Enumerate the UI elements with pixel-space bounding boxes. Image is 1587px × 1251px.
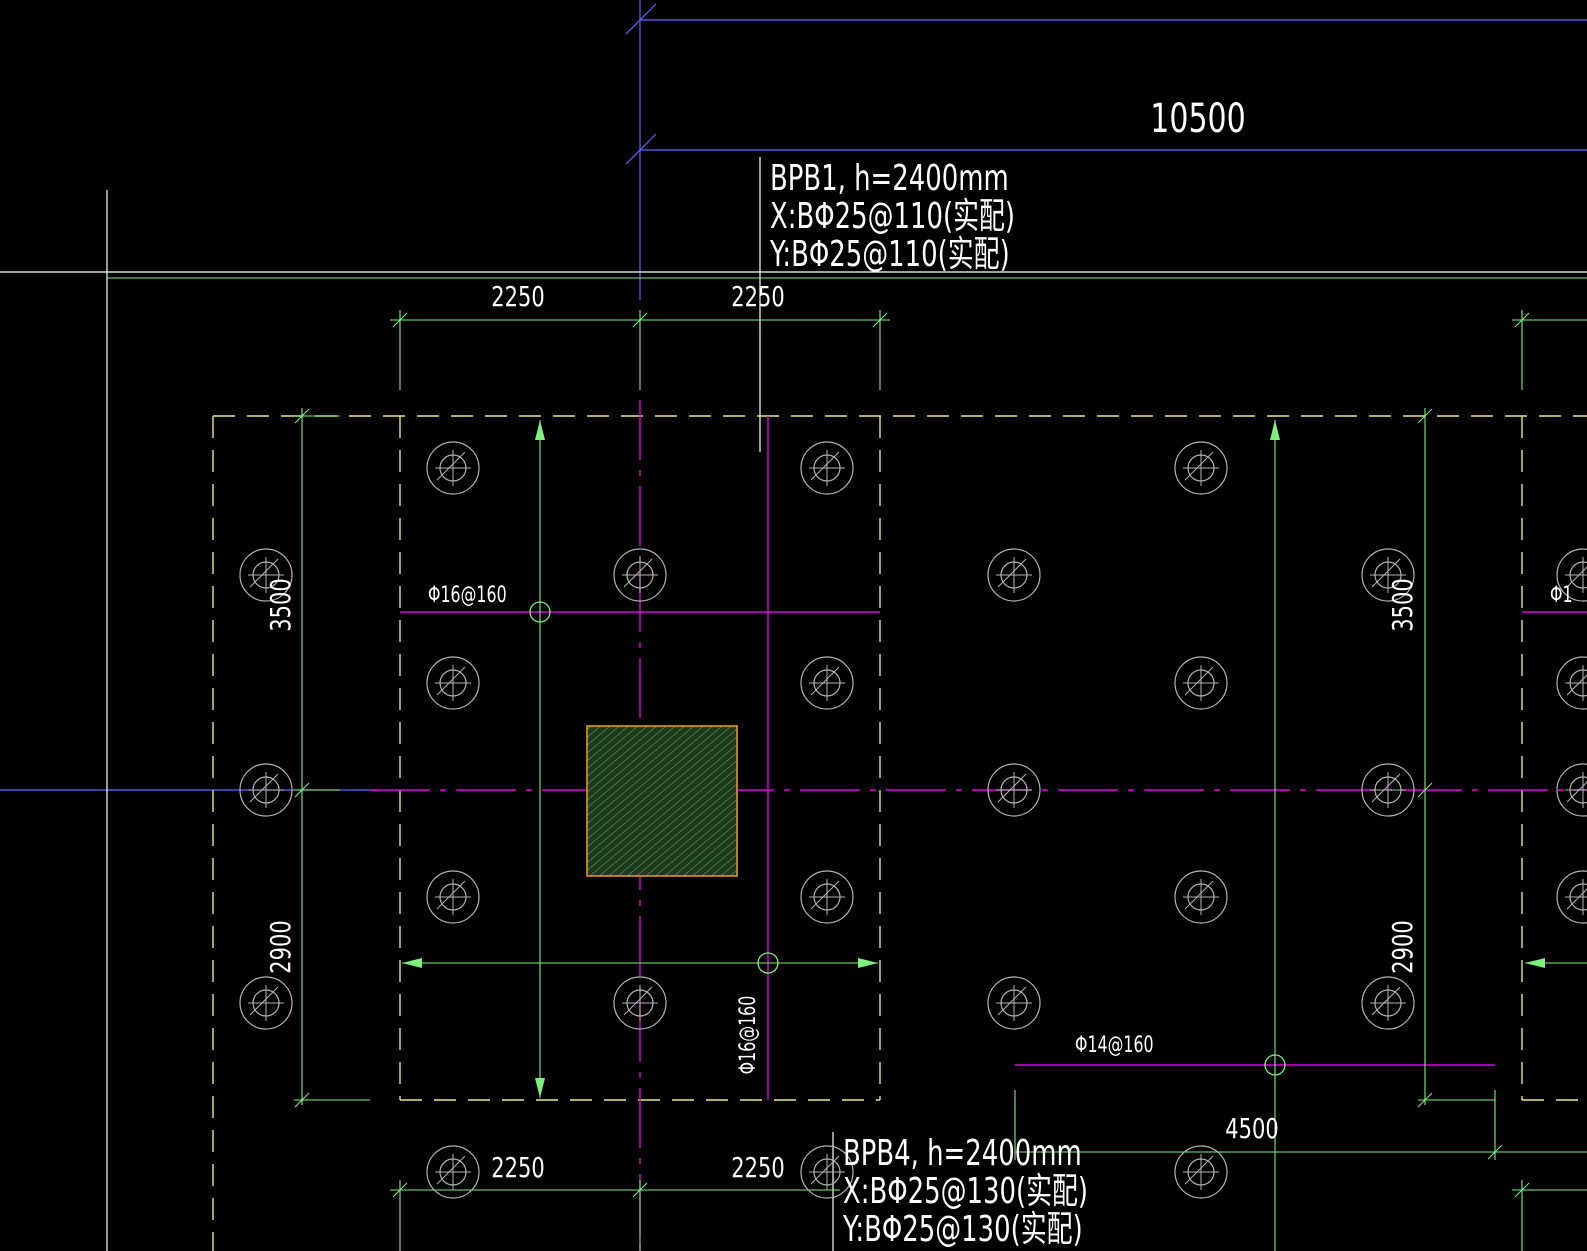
rebar-marker-icon (529, 601, 551, 623)
pile-circle-icon[interactable] (987, 548, 1041, 602)
bpb4-line3: Y:BΦ25@130(实配) (842, 1209, 1083, 1250)
wall-lines (0, 157, 1587, 1251)
dim-bottom-right: 2250 (731, 1151, 784, 1184)
pile-circle-icon[interactable] (239, 976, 293, 1030)
dimension-texts: 10500 2250 2250 2250 2250 3500 2900 3500… (264, 96, 1419, 1184)
pile-circle-icon[interactable] (800, 441, 854, 495)
pile-circle-icon[interactable] (1361, 976, 1415, 1030)
bpb1-line3: Y:BΦ25@110(实配) (769, 234, 1010, 275)
annotation-bpb1[interactable]: BPB1, h=2400mm X:BΦ25@110(实配) Y:BΦ25@110… (769, 158, 1015, 275)
tick-top-b (625, 133, 657, 165)
bpb1-line2: X:BΦ25@110(实配) (770, 196, 1015, 237)
rebar-label-horizontal-right: Φ14@160 (1075, 1031, 1154, 1057)
rebar-label-vertical-mid: Φ16@160 (734, 996, 760, 1075)
rebar-lines (370, 400, 1587, 1251)
rebar-marker-icon (757, 952, 779, 974)
dim-left-upper: 3500 (264, 578, 297, 631)
pile-circle-icon[interactable] (1174, 441, 1228, 495)
cap-outlines (212, 415, 1587, 1251)
pile-circle-icon[interactable] (800, 656, 854, 710)
rebar-marker-icon (1264, 1054, 1286, 1076)
dim-top-span: 10500 (1150, 96, 1245, 142)
bpb1-line1: BPB1, h=2400mm (770, 158, 1009, 199)
rebar-label-far-right: Φ1 (1550, 581, 1573, 607)
pile-circle-icon[interactable] (1174, 656, 1228, 710)
pile-circle-icon[interactable] (1556, 656, 1587, 710)
piles (239, 441, 1587, 1199)
dimension-lines (294, 310, 1587, 1251)
bpb4-line2: X:BΦ25@130(实配) (843, 1171, 1088, 1212)
dim-top-right: 2250 (731, 280, 784, 313)
pile-circle-icon[interactable] (426, 870, 480, 924)
pile-circle-icon[interactable] (1174, 1145, 1228, 1199)
rebar-texts: Φ16@160 Φ16@160 Φ14@160 Φ1 (428, 581, 1573, 1074)
dim-right-upper: 3500 (1386, 578, 1419, 631)
pile-circle-icon[interactable] (426, 441, 480, 495)
dim-top-left: 2250 (491, 280, 544, 313)
arrow-heads (402, 420, 1545, 1098)
dim-bottom-left: 2250 (491, 1151, 544, 1184)
pile-circle-icon[interactable] (987, 976, 1041, 1030)
bpb4-line1: BPB4, h=2400mm (843, 1133, 1082, 1174)
column-hatch-icon[interactable] (586, 725, 738, 877)
pile-circle-icon[interactable] (800, 870, 854, 924)
axis-lines (0, 0, 1587, 791)
pile-circle-icon[interactable] (1174, 870, 1228, 924)
dim-lower-right-span: 4500 (1225, 1112, 1278, 1145)
rebar-label-horizontal-upper: Φ16@160 (428, 581, 507, 607)
dim-right-lower: 2900 (1386, 920, 1419, 973)
pile-circle-icon[interactable] (426, 656, 480, 710)
tick-top-a (625, 3, 657, 35)
dim-left-lower: 2900 (264, 920, 297, 973)
annotation-bpb4[interactable]: BPB4, h=2400mm X:BΦ25@130(实配) Y:BΦ25@130… (842, 1133, 1088, 1250)
pile-circle-icon[interactable] (1556, 870, 1587, 924)
rebar-markers (529, 601, 1286, 1076)
